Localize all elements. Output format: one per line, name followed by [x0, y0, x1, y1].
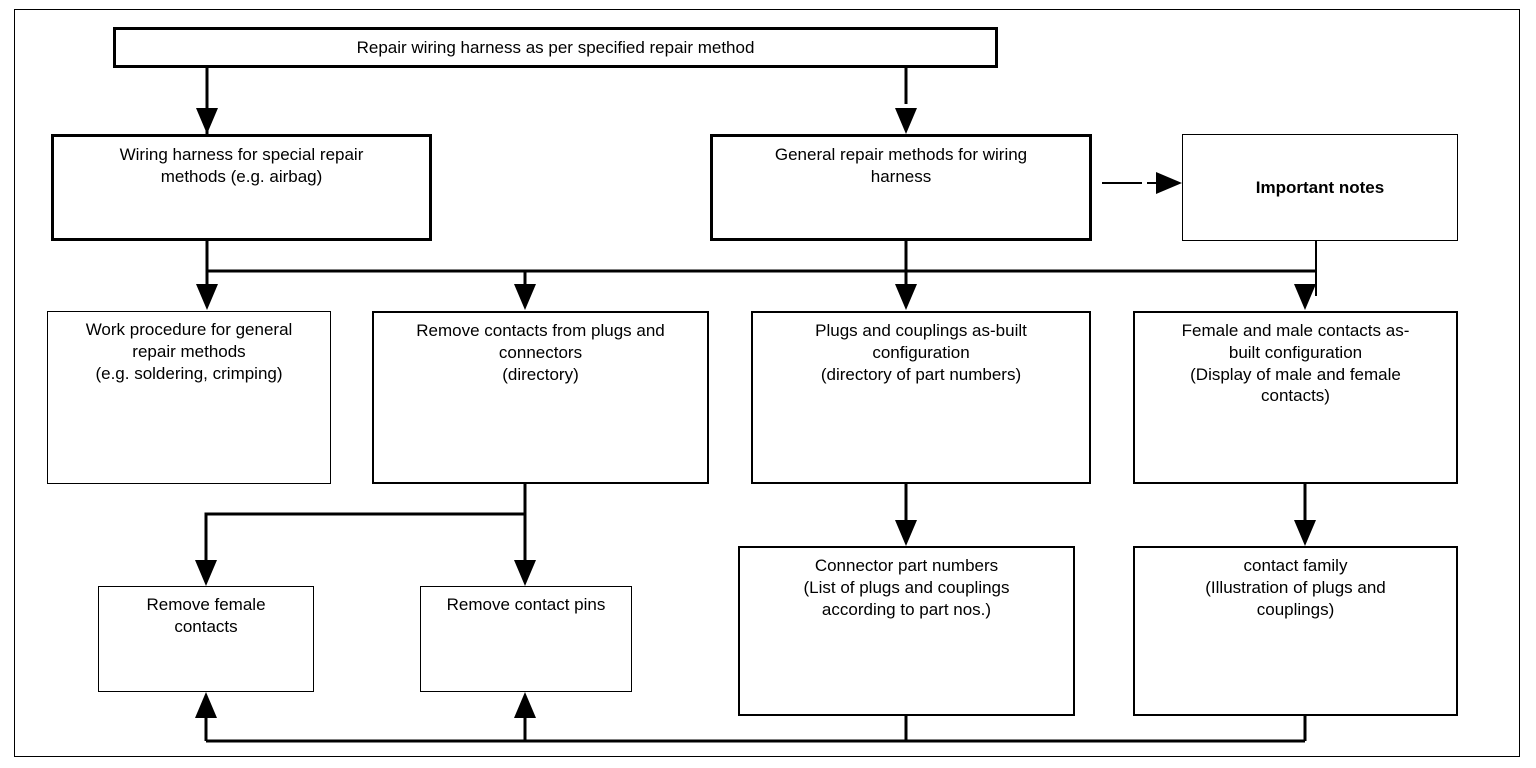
node-label: Remove contacts from plugs and connector…	[416, 321, 665, 384]
node-contact-family[interactable]: contact family (Illustration of plugs an…	[1133, 546, 1458, 716]
node-label: Connector part numbers (List of plugs an…	[803, 556, 1010, 619]
node-important-notes[interactable]: Important notes	[1182, 134, 1458, 241]
node-label: Work procedure for general repair method…	[85, 320, 293, 383]
node-remove-female-contacts[interactable]: Remove female contacts	[98, 586, 314, 692]
node-label: Plugs and couplings as-built configurati…	[815, 321, 1027, 384]
page-frame	[14, 9, 1520, 757]
node-female-male-contacts-config[interactable]: Female and male contacts as- built confi…	[1133, 311, 1458, 484]
node-label: Remove contact pins	[446, 595, 606, 614]
node-label: Important notes	[1255, 177, 1385, 197]
node-label: Repair wiring harness as per specified r…	[356, 37, 755, 57]
node-remove-contact-pins[interactable]: Remove contact pins	[420, 586, 632, 692]
node-label: Remove female contacts	[146, 595, 266, 636]
node-special-repair-methods[interactable]: Wiring harness for special repair method…	[51, 134, 432, 241]
node-label: General repair methods for wiring harnes…	[774, 145, 1028, 186]
node-connector-part-numbers[interactable]: Connector part numbers (List of plugs an…	[738, 546, 1075, 716]
node-label: Wiring harness for special repair method…	[119, 145, 364, 186]
node-label: contact family (Illustration of plugs an…	[1205, 556, 1386, 619]
node-repair-wiring-harness[interactable]: Repair wiring harness as per specified r…	[113, 27, 998, 68]
node-label: Female and male contacts as- built confi…	[1181, 321, 1410, 406]
node-work-procedure[interactable]: Work procedure for general repair method…	[47, 311, 331, 484]
node-plugs-couplings-config[interactable]: Plugs and couplings as-built configurati…	[751, 311, 1091, 484]
node-general-repair-methods[interactable]: General repair methods for wiring harnes…	[710, 134, 1092, 241]
node-remove-contacts[interactable]: Remove contacts from plugs and connector…	[372, 311, 709, 484]
